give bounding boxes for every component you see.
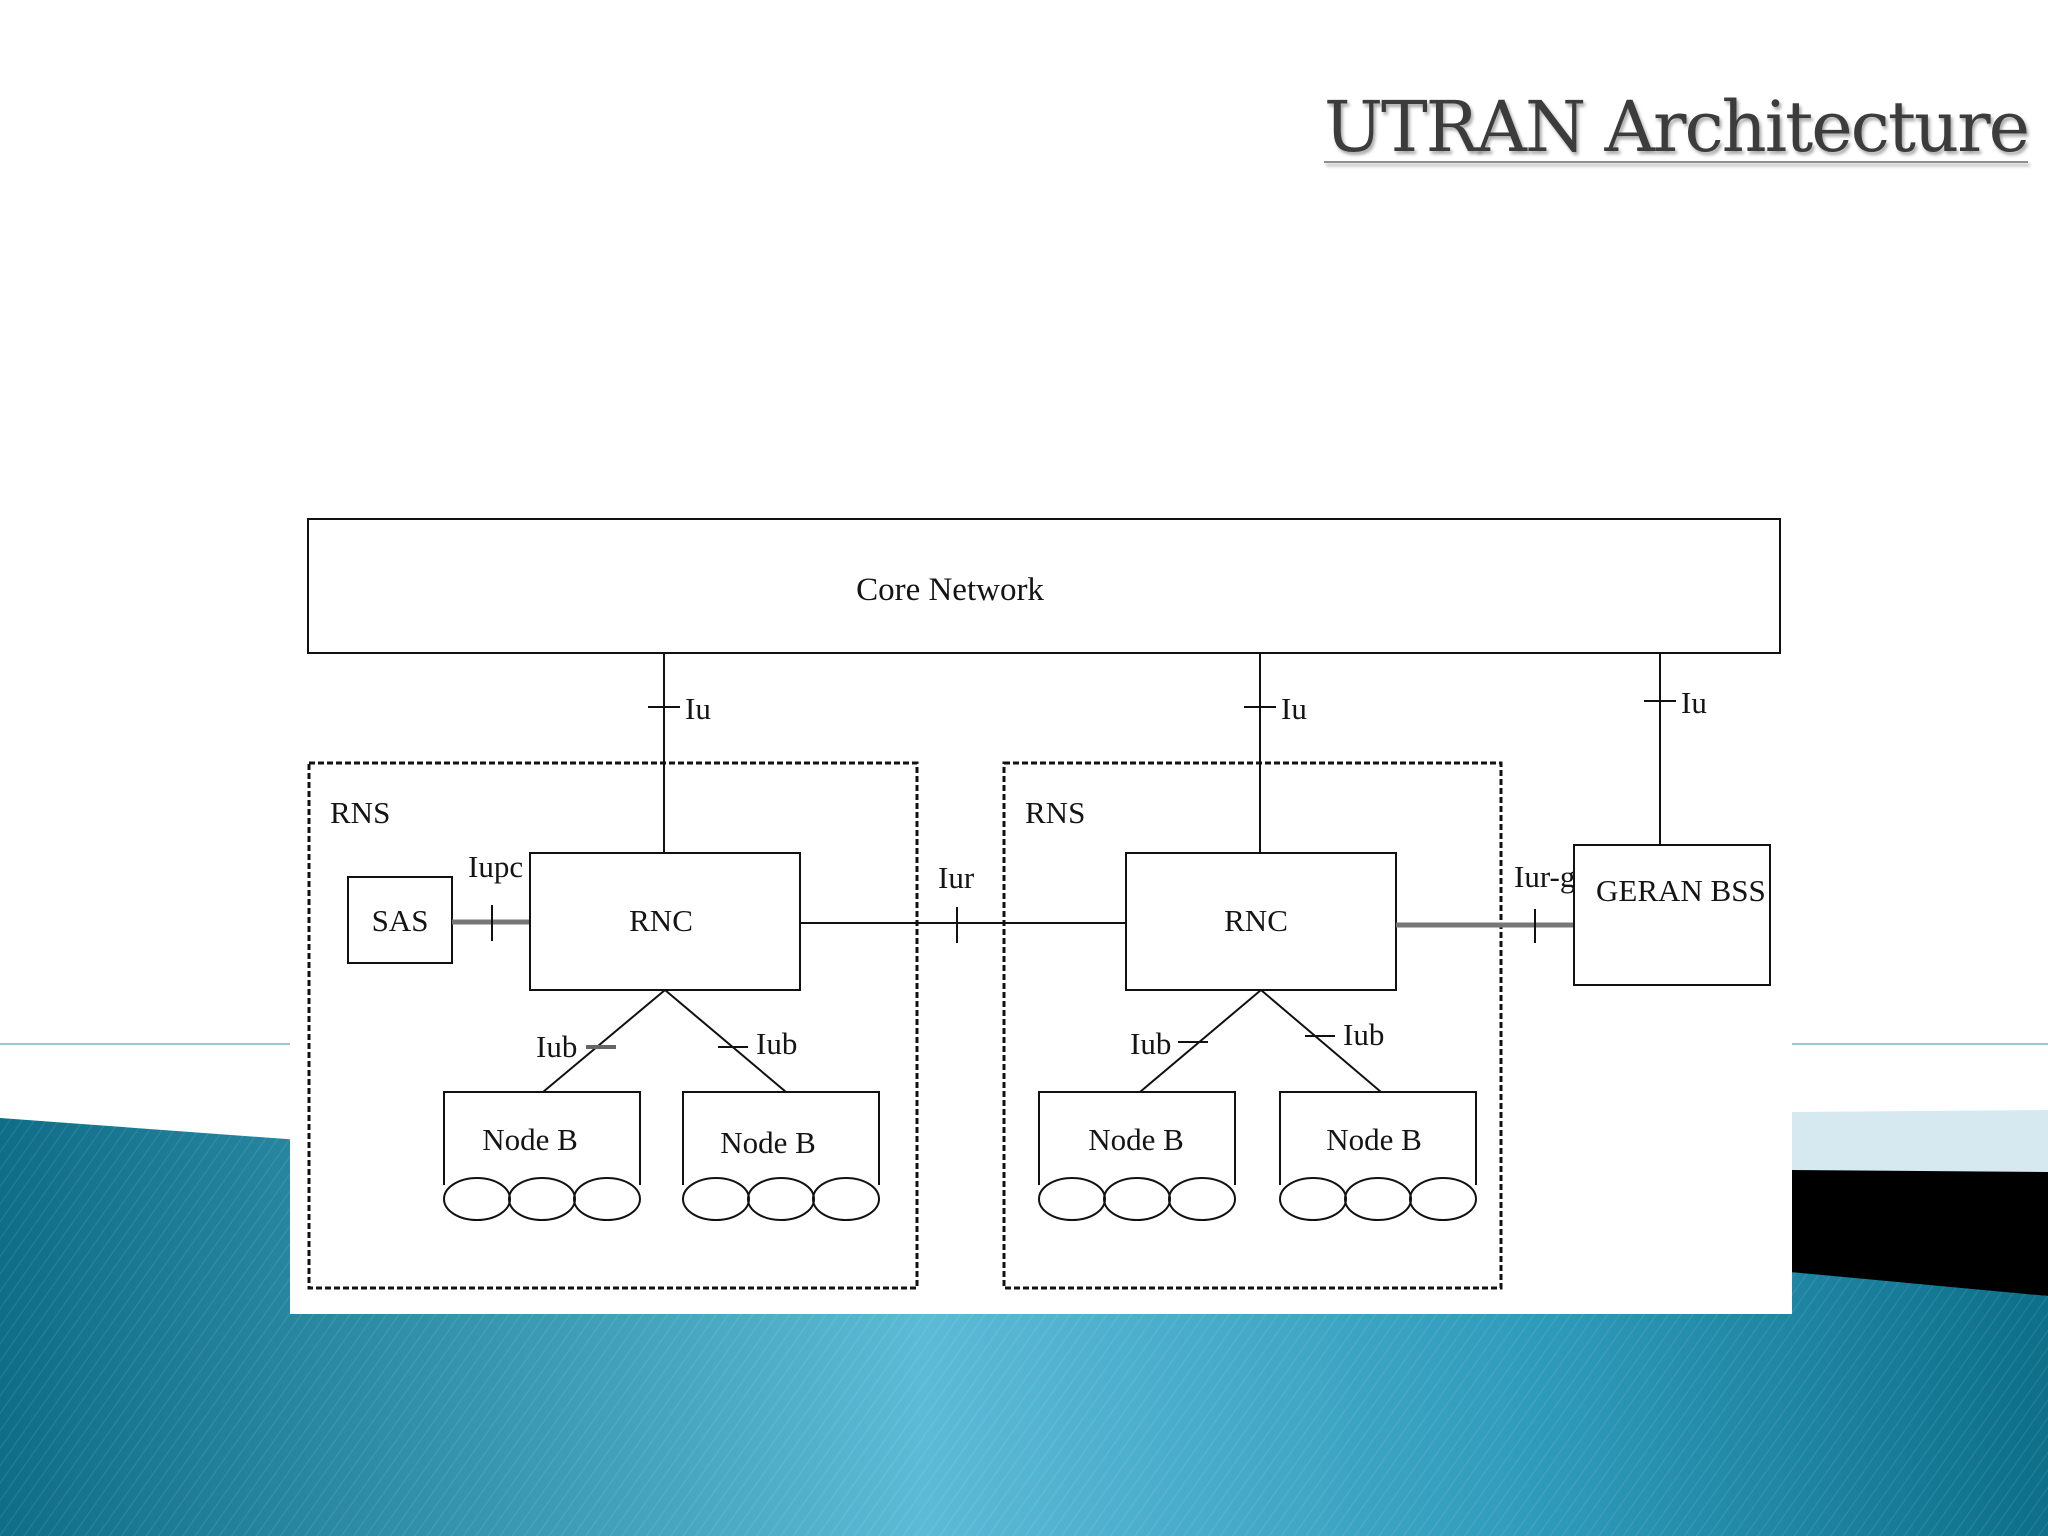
slide-title: UTRAN Architecture: [1324, 86, 2030, 168]
rns-right-boundary: [1002, 761, 1503, 1290]
rnc-left-label: RNC: [629, 903, 693, 938]
node-b-label-left-1: Node B: [482, 1122, 578, 1157]
node-b-label-right-2: Node B: [1326, 1122, 1422, 1157]
node-b-right-2: [1279, 1091, 1477, 1221]
core-network-box: [307, 518, 1781, 654]
iu-label-right: Iu: [1681, 685, 1707, 720]
iur-label: Iur: [938, 860, 975, 895]
node-b-right-1: [1038, 1091, 1236, 1221]
iu-label-left: Iu: [685, 691, 711, 726]
pale-band: [1790, 1110, 2048, 1180]
rns-left-boundary: [307, 761, 919, 1290]
iub-link-left-1: [542, 989, 666, 1093]
iub-link-left-2: [664, 989, 787, 1093]
iur-g-label: Iur-g: [1514, 859, 1575, 894]
node-b-label-right-1: Node B: [1088, 1122, 1184, 1157]
utran-diagram: Core Network Iu Iu Iu RNS RNS SAS Iupc R…: [307, 518, 1781, 1290]
black-band: [1790, 1170, 2048, 1296]
geran-bss-box: [1573, 844, 1771, 986]
iub-link-right-2: [1260, 989, 1382, 1093]
iupc-label: Iupc: [468, 849, 523, 884]
iu-label-middle: Iu: [1281, 691, 1307, 726]
rnc-right-label: RNC: [1224, 903, 1288, 938]
iub-label-left-2: Iub: [756, 1026, 797, 1061]
rns-left-label: RNS: [330, 795, 390, 830]
core-network-label: Core Network: [856, 572, 1044, 608]
iub-label-left-1: Iub: [536, 1029, 577, 1064]
diagram-panel: Core Network Iu Iu Iu RNS RNS SAS Iupc R…: [290, 505, 1792, 1314]
node-b-left-1: [443, 1091, 641, 1221]
node-b-left-2: [682, 1091, 880, 1221]
node-b-label-left-2: Node B: [720, 1125, 816, 1160]
sas-label: SAS: [372, 903, 429, 938]
rns-right-label: RNS: [1025, 795, 1085, 830]
iub-label-right-2: Iub: [1343, 1017, 1384, 1052]
geran-bss-label: GERAN BSS: [1596, 873, 1766, 908]
iub-label-right-1: Iub: [1130, 1026, 1171, 1061]
